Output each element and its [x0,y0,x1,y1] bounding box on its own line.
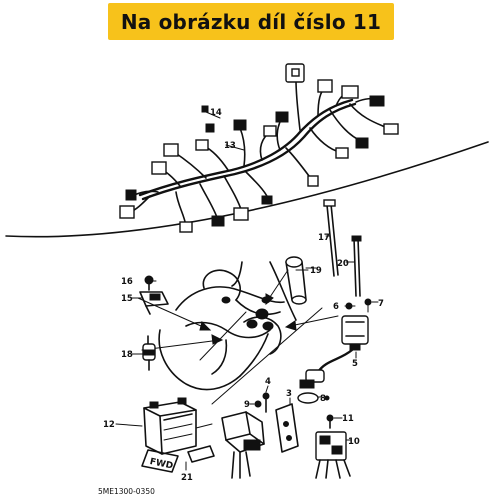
part-16-bolt [144,275,154,291]
part-labels: 14 13 17 20 19 16 15 18 6 7 5 8 11 10 3 … [98,108,384,496]
part-3-bracket [275,403,299,453]
part-17-bolt [323,199,339,277]
part-label-14: 14 [210,108,222,118]
part-label-16: 16 [121,277,133,287]
part-4-screw [262,392,270,413]
part-18-switch [142,335,156,371]
frame-outline [137,261,339,405]
part-label-15: 15 [121,294,133,304]
title-banner: Na obrázku díl číslo 11 [108,3,394,40]
part-14-screw [201,105,209,113]
part-label-21: 21 [181,473,193,483]
part-label-5: 5 [352,359,358,369]
part-9-regulator [221,400,265,479]
harness-panel-border [5,141,489,238]
part-5-coil [316,315,369,374]
part-11-screw [326,414,334,429]
part-label-10: 10 [348,437,360,447]
part-8-plug-cap [297,369,330,404]
part-label-7: 7 [378,299,384,309]
part-20-rod [351,235,362,297]
part-15-bracket [139,291,169,315]
part-label-9: 9 [244,400,250,410]
part-19-cylinder [285,256,317,305]
part-label-6: 6 [333,302,339,312]
part-label-20: 20 [337,259,349,269]
banner-title: Na obrázku díl číslo 11 [120,9,382,34]
leader-lines [131,235,379,471]
part-label-11: 11 [342,414,354,424]
part-label-19: 19 [310,266,322,276]
drawing-code: 5ME1300-0350 [98,487,155,496]
part-label-13: 13 [224,141,236,151]
part-21-pad [187,445,215,463]
wire-harness-panel [5,63,489,238]
part-label-4: 4 [265,377,271,387]
part-12-battery [143,397,197,455]
part-10-relay [315,431,351,479]
part-label-18: 18 [121,350,133,360]
part-label-3: 3 [286,389,292,399]
fwd-direction-plate: FWD [141,449,179,473]
fwd-label: FWD [149,457,174,472]
part-label-17: 17 [318,233,330,243]
part-label-12: 12 [103,420,115,430]
part-label-8: 8 [320,394,326,404]
